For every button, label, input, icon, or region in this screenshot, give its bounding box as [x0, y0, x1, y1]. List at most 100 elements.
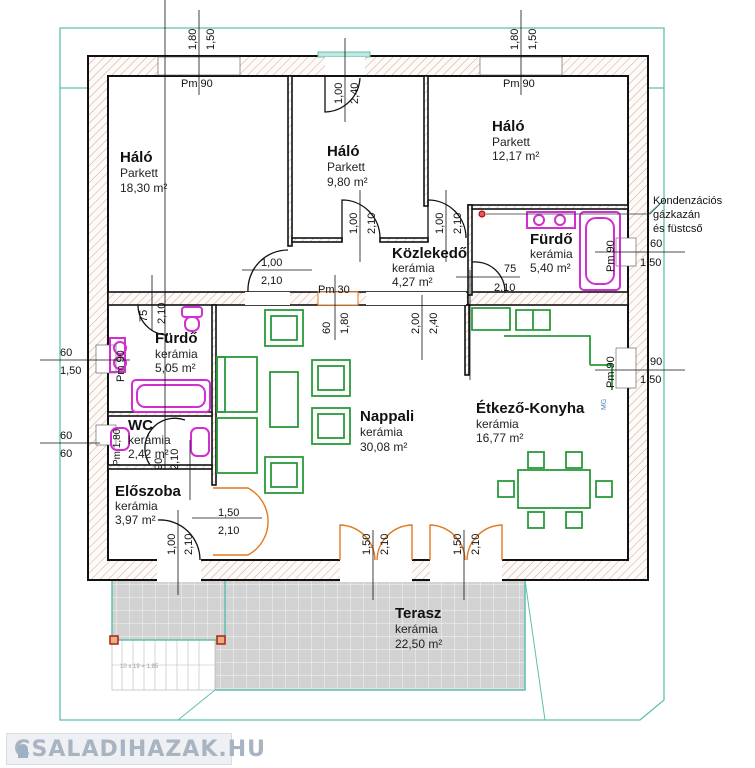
terrace-door-opening: [430, 558, 502, 582]
room-floor: kerámia: [395, 622, 438, 636]
room-name: Étkező-Konyha: [476, 400, 585, 417]
dim-label: 2,10: [366, 213, 378, 234]
dim-label: 1,00: [333, 83, 345, 104]
terrace-column: [109, 635, 119, 645]
room-name: Háló: [120, 149, 153, 166]
dim-label: 1,00: [261, 257, 282, 269]
dim-label: 2,10: [494, 282, 515, 294]
dim-label: 1,00: [434, 213, 446, 234]
stairs-label: 10 x 19 = 1,85: [120, 664, 159, 670]
boiler-note: Kondenzációs gázkazán és füstcső: [653, 195, 723, 235]
dim-label: 1,50: [640, 257, 661, 269]
dim-label: Pm 1,80: [112, 428, 123, 466]
dim-label: 1,50: [218, 507, 239, 519]
room-name: Háló: [492, 118, 525, 135]
sanitary-fixtures: [109, 211, 621, 457]
room-floor: kerámia: [155, 347, 198, 361]
room-floor: kerámia: [115, 499, 158, 513]
room-name: Terasz: [395, 605, 441, 622]
dim-label: 2,10: [156, 303, 168, 324]
dim-label: 2,10: [261, 275, 282, 287]
room-name: Fürdő: [530, 231, 573, 248]
dim-label: 1,50: [361, 534, 373, 555]
room-area: 4,27 m²: [392, 275, 433, 289]
dim-label: Pm 90: [503, 78, 535, 90]
dim-label: 2,10: [169, 449, 181, 470]
note-line: gázkazán: [653, 209, 700, 221]
dim-label: Pm 90: [181, 78, 213, 90]
room-name: Nappali: [360, 408, 414, 425]
room-floor: kerámia: [128, 433, 171, 447]
room-area: 18,30 m²: [120, 181, 167, 195]
room-area: 22,50 m²: [395, 637, 442, 651]
dim-label: 60: [60, 448, 72, 460]
dim-label: 1,50: [60, 365, 81, 377]
room-floor: kerámia: [360, 425, 403, 439]
dim-label: 2,10: [218, 525, 239, 537]
dim-label: Pm 90: [605, 356, 617, 388]
boiler-leader-line: [486, 199, 665, 215]
room-area: 30,08 m²: [360, 440, 407, 454]
door-opening: [245, 292, 290, 305]
room-area: 5,40 m²: [530, 261, 571, 275]
dim-label: 60: [60, 347, 72, 359]
room-area: 9,80 m²: [327, 175, 368, 189]
room-floor: kerámia: [392, 261, 435, 275]
watermark-logo: CSALADIHAZAK.HU: [6, 733, 265, 765]
dim-label: 1,80: [339, 313, 351, 334]
room-floor: Parkett: [492, 135, 531, 149]
note-line: és füstcső: [653, 223, 703, 235]
dim-label: Pm 30: [318, 284, 350, 296]
dim-label: 1,50: [640, 374, 661, 386]
room-name: Közlekedő: [392, 245, 467, 262]
dim-label: 60: [650, 238, 662, 250]
dim-label: Pm 90: [115, 350, 127, 382]
stair-steps: [112, 640, 215, 690]
dim-label: 1,00: [166, 534, 178, 555]
dim-label: 2,10: [470, 534, 482, 555]
window: [95, 344, 117, 374]
double-doors: [213, 487, 503, 561]
room-area: 12,17 m²: [492, 149, 539, 163]
room-area: 2,42 m²: [128, 447, 169, 461]
dimension-labels: 1,80 1,50 Pm 90 1,80 1,50 Pm 90 1,00 2,4…: [60, 29, 662, 555]
dim-label: 2,10: [183, 534, 195, 555]
dim-label: 2,10: [452, 213, 464, 234]
passage-opening: [366, 292, 466, 305]
dim-label: Pm 90: [605, 240, 617, 272]
dim-label: 1,00: [348, 213, 360, 234]
dim-label: 90: [153, 458, 165, 470]
dim-label: 75: [504, 263, 516, 275]
room-area: 3,97 m²: [115, 513, 156, 527]
dim-label: 90: [650, 356, 662, 368]
terrace-railing: [111, 578, 526, 691]
dim-label: 60: [60, 430, 72, 442]
dim-label: 2,40: [428, 313, 440, 334]
furniture: [216, 307, 613, 529]
logo-text: CSALADIHAZAK.HU: [14, 736, 267, 762]
dim-label: 60: [321, 322, 333, 334]
dim-label: 1,80: [187, 29, 199, 50]
dim-label: 75: [138, 310, 150, 322]
terrace-column: [216, 635, 226, 645]
door-opening: [317, 291, 359, 306]
dim-label: 1,50: [205, 29, 217, 50]
room-name: WC: [128, 417, 153, 434]
dim-label: 1,80: [509, 29, 521, 50]
roof-outline: [59, 27, 665, 721]
room-name: Előszoba: [115, 483, 182, 500]
door-swings: [137, 75, 506, 561]
boiler-icon: [478, 210, 486, 218]
dim-label: 2,10: [379, 534, 391, 555]
room-floor: Parkett: [327, 160, 366, 174]
